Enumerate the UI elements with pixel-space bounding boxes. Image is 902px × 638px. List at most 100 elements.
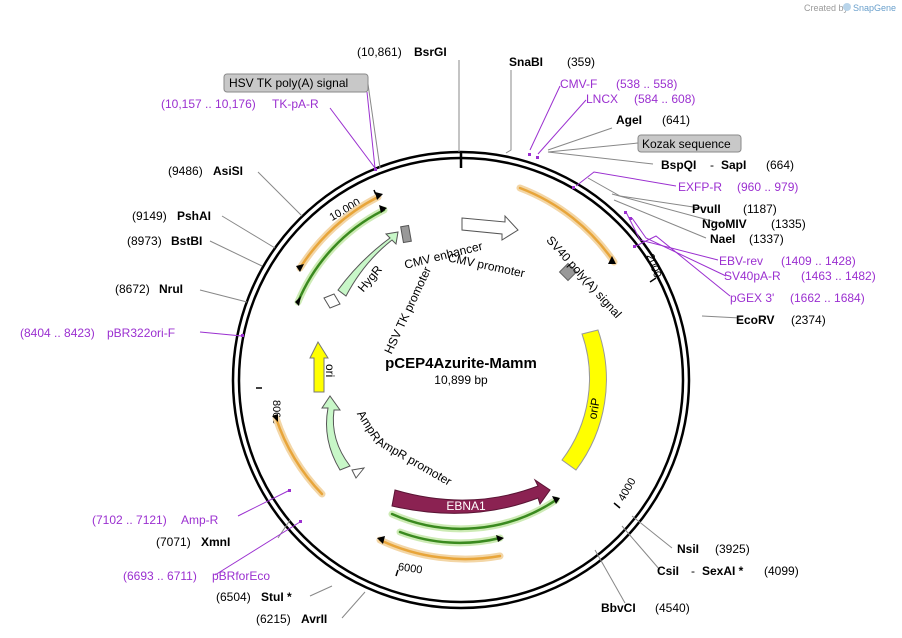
feature-hygr	[337, 231, 399, 297]
feature-cmv-enhancer	[461, 214, 519, 241]
feature-hsv-tk-promoter	[323, 293, 341, 309]
leader-kozak	[547, 142, 639, 153]
created-by-text: Created by	[804, 3, 849, 13]
primer-exfp-r[interactable]: EXFP-R	[678, 180, 722, 194]
label-ebna1: EBNA1	[446, 499, 486, 513]
boxed-feature-hsv-tk-polya[interactable]: HSV TK poly(A) signal	[223, 73, 369, 93]
site-pos-nrui: (8672)	[115, 282, 150, 296]
feature-sv40-polya	[558, 262, 578, 282]
site-pos-naei: (1337)	[749, 232, 784, 246]
site-pshai[interactable]: PshAI	[177, 209, 211, 223]
primer-sv40pa-r[interactable]: SV40pA-R	[724, 269, 781, 283]
site-nrui[interactable]: NruI	[159, 282, 183, 296]
boxed-label-hsv-tk-polya: HSV TK poly(A) signal	[229, 76, 348, 90]
primer-pbr322ori-f[interactable]: pBR322ori-F	[107, 326, 175, 340]
site-pos-ecorv: (2374)	[791, 313, 826, 327]
site-sep-bspqi: -	[710, 158, 714, 172]
site-pos-bbvci: (4540)	[655, 601, 690, 615]
site-pos-avrii: (6215)	[256, 612, 291, 626]
site-pos-asisi: (9486)	[168, 164, 203, 178]
tick-label-2000: 2000	[644, 252, 664, 279]
site-naei[interactable]: NaeI	[710, 232, 735, 246]
site-pos-ngomiv: (1335)	[771, 217, 806, 231]
site-pos-bsrgi: (10,861)	[357, 45, 402, 59]
feature-ori	[309, 340, 329, 393]
site-bsrgi[interactable]: BsrGI	[414, 45, 447, 59]
primer-range-tk-pa-r: (10,157 .. 10,176)	[161, 97, 256, 111]
site-pos-xmni: (7071)	[156, 535, 191, 549]
site-pos-pvuii: (1187)	[743, 202, 777, 216]
site-pos-sexai: (4099)	[764, 564, 799, 578]
site-asisi[interactable]: AsiSI	[213, 164, 243, 178]
label-orip: oriP	[585, 397, 602, 420]
site-pos-pshai: (9149)	[132, 209, 167, 223]
feature-hsv-tk-polya	[400, 224, 412, 244]
snapgene-logo: SnapGene	[843, 3, 896, 13]
feature-ebna1	[391, 478, 551, 514]
sites-left: (6215) AvrII (6504) StuI * (7071) XmnI (…	[115, 164, 327, 626]
boxed-feature-kozak[interactable]: Kozak sequence	[637, 134, 742, 153]
site-sep-csii: -	[691, 564, 695, 578]
primer-range-amp-r: (7102 .. 7121)	[92, 513, 167, 527]
feature-ampr	[321, 395, 351, 471]
site-bbvci[interactable]: BbvCI	[601, 601, 636, 615]
plasmid-length: 10,899 bp	[434, 373, 488, 387]
plasmid-name: pCEP4Azurite-Mamm	[385, 355, 537, 372]
primer-pgex-3[interactable]: pGEX 3'	[730, 291, 774, 305]
site-agei[interactable]: AgeI	[616, 113, 642, 127]
site-sapi[interactable]: SapI	[721, 158, 746, 172]
site-xmni[interactable]: XmnI	[201, 535, 230, 549]
primer-range-exfp-r: (960 .. 979)	[737, 180, 798, 194]
label-sv40-polya: SV40 poly(A) signal	[544, 233, 625, 321]
site-avrii[interactable]: AvrII	[301, 612, 327, 626]
primer-range-pgex-3: (1662 .. 1684)	[790, 291, 865, 305]
site-pos-stui: (6504)	[216, 590, 251, 604]
site-bstbi[interactable]: BstBI	[171, 234, 202, 248]
site-stui[interactable]: StuI *	[261, 590, 292, 604]
site-snabi[interactable]: SnaBI	[509, 55, 543, 69]
site-pos-sapi: (664)	[766, 158, 794, 172]
primer-range-cmv-f: (538 .. 558)	[616, 77, 677, 91]
site-ecorv[interactable]: EcoRV	[736, 313, 774, 327]
site-pos-nsii: (3925)	[715, 542, 750, 556]
label-ori: ori	[323, 364, 337, 377]
primer-leader-lines	[199, 85, 731, 576]
primer-ebv-rev[interactable]: EBV-rev	[719, 254, 763, 268]
primer-labels: CMV-F (538 .. 558) LNCX (584 .. 608) EXF…	[20, 77, 876, 583]
primer-range-pbr322ori-f: (8404 .. 8423)	[20, 326, 95, 340]
label-cmv-promoter: CMV promoter	[447, 250, 526, 280]
orf-arcs	[272, 184, 618, 563]
site-pos-snabi: (359)	[567, 55, 595, 69]
site-pos-agei: (641)	[662, 113, 690, 127]
primer-amp-r[interactable]: Amp-R	[181, 513, 219, 527]
primer-range-ebv-rev: (1409 .. 1428)	[781, 254, 856, 268]
site-bspqi[interactable]: BspQI	[661, 158, 696, 172]
primer-range-lncx: (584 .. 608)	[634, 92, 695, 106]
sites-right: (10,861) BsrGI SnaBI (359) AgeI (641) Bs…	[357, 45, 826, 615]
feature-orip	[561, 329, 607, 471]
orf-arrowheads	[272, 192, 616, 544]
site-pvuii[interactable]: PvuII	[692, 202, 721, 216]
site-leader-lines	[199, 60, 741, 619]
site-ngomiv[interactable]: NgoMIV	[702, 217, 747, 231]
site-csii[interactable]: CsiI	[657, 564, 679, 578]
site-sexai[interactable]: SexAI *	[702, 564, 744, 578]
primer-lncx[interactable]: LNCX	[586, 92, 618, 106]
tick-label-6000: 6000	[397, 561, 423, 576]
site-nsii[interactable]: NsiI	[677, 542, 699, 556]
primer-cmv-f[interactable]: CMV-F	[560, 77, 597, 91]
primer-range-sv40pa-r: (1463 .. 1482)	[801, 269, 876, 283]
feature-ampr-promoter	[351, 467, 366, 479]
site-pos-bstbi: (8973)	[127, 234, 162, 248]
snapgene-brand: SnapGene	[853, 3, 896, 13]
label-hsv-tk-promoter: HSV TK promoter	[381, 264, 434, 356]
boxed-label-kozak: Kozak sequence	[642, 137, 731, 151]
primer-pbrforeco[interactable]: pBRforEco	[212, 569, 270, 583]
primer-ticks	[241, 153, 636, 523]
primer-tk-pa-r[interactable]: TK-pA-R	[272, 97, 319, 111]
label-ampr-promoter: AmpR promoter	[374, 434, 454, 488]
primer-range-pbrforeco: (6693 .. 6711)	[123, 569, 197, 583]
leader-hsv-tk-polya	[367, 83, 381, 169]
tick-label-4000: 4000	[616, 476, 639, 503]
